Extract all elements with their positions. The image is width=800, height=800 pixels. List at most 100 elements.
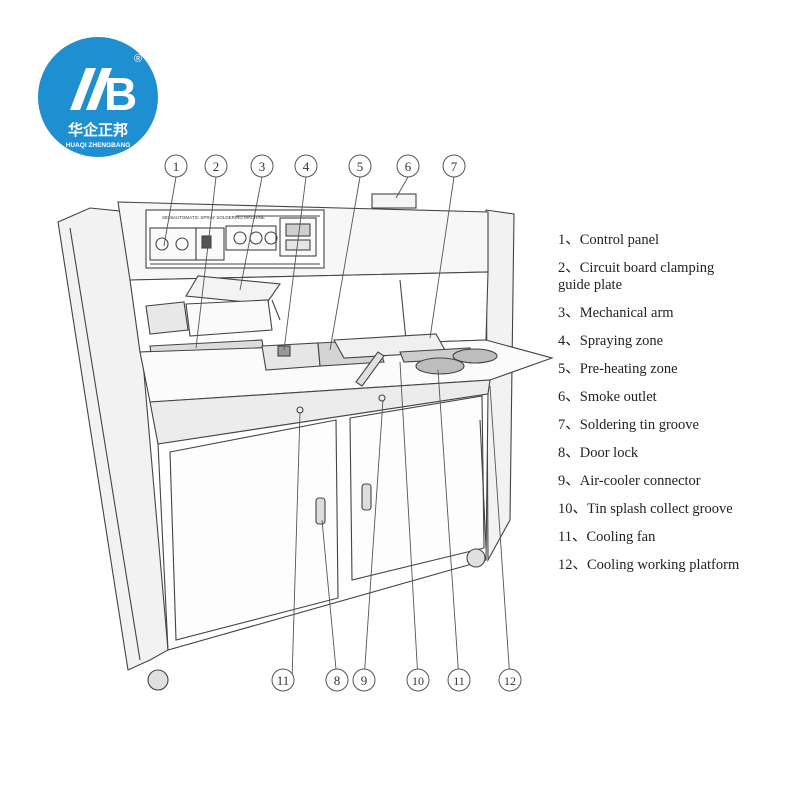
legend-item-2: 2、Circuit board clamping guide plate bbox=[558, 260, 715, 293]
legend-item-5: 5、Pre-heating zone bbox=[558, 361, 678, 377]
callout-11a-circle bbox=[271, 668, 295, 692]
callout-9-circle bbox=[352, 668, 376, 692]
callout-4-circle bbox=[294, 154, 318, 178]
leader-11b bbox=[437, 369, 460, 681]
legend-item-1: 1、Control panel bbox=[558, 232, 660, 248]
legend-item-12: 12、Cooling working platform bbox=[558, 557, 740, 573]
knob-5 bbox=[264, 231, 278, 245]
callout-3-circle bbox=[250, 154, 274, 178]
leader-7 bbox=[429, 176, 455, 339]
knob-1 bbox=[155, 237, 169, 251]
logo-mark: B bbox=[104, 68, 137, 120]
leader-lines bbox=[163, 176, 511, 681]
lock-marker-right bbox=[378, 394, 386, 402]
smoke-outlet bbox=[371, 193, 417, 209]
logo-registered: ® bbox=[134, 53, 142, 65]
leader-8 bbox=[321, 519, 338, 681]
callout-2-label: 2 bbox=[213, 159, 220, 174]
spraying-zone bbox=[261, 342, 321, 371]
callout-11b: 11 bbox=[447, 668, 471, 692]
platform-support bbox=[479, 419, 487, 549]
callout-8-label: 8 bbox=[334, 673, 341, 688]
left-wall-edge bbox=[69, 227, 141, 661]
callout-7-circle bbox=[442, 154, 466, 178]
callout-5: 5 bbox=[348, 154, 372, 178]
legend-item-11: 11、Cooling fan bbox=[558, 529, 656, 545]
caster-right bbox=[466, 548, 486, 568]
legend-item-4: 4、Spraying zone bbox=[558, 333, 664, 349]
callout-3-label: 3 bbox=[259, 159, 266, 174]
logo-bar-2 bbox=[86, 68, 112, 110]
leader-4 bbox=[283, 176, 307, 351]
air-cooler-connector-pipe bbox=[355, 351, 385, 387]
left-door bbox=[169, 419, 339, 641]
knob-2 bbox=[175, 237, 189, 251]
callout-12-label: 12 bbox=[504, 674, 516, 688]
arm-mount bbox=[145, 301, 189, 335]
callout-5-label: 5 bbox=[357, 159, 364, 174]
cooling-fan-1 bbox=[415, 357, 465, 375]
logo-bar-1 bbox=[70, 68, 96, 110]
brand-logo: B ® 华企正邦 HUAQI ZHENGBANG bbox=[38, 37, 158, 157]
callout-1: 1 bbox=[164, 154, 188, 178]
leader-9 bbox=[363, 399, 384, 681]
leader-11a bbox=[291, 411, 301, 681]
legend-item-8: 8、Door lock bbox=[558, 445, 639, 461]
leader-2 bbox=[195, 176, 217, 349]
callout-7: 7 bbox=[442, 154, 466, 178]
callout-11a: 11 bbox=[271, 668, 295, 692]
legend-item-6: 6、Smoke outlet bbox=[558, 389, 657, 405]
callouts-top: 1 2 3 4 5 6 7 bbox=[164, 154, 466, 178]
controller-display bbox=[285, 223, 311, 237]
callout-12-circle bbox=[498, 668, 522, 692]
right-side-wall bbox=[485, 209, 515, 563]
callout-2: 2 bbox=[204, 154, 228, 178]
callout-4: 4 bbox=[294, 154, 318, 178]
leader-6 bbox=[395, 176, 409, 199]
legend-item-7: 7、Soldering tin groove bbox=[558, 417, 699, 433]
callout-1-label: 1 bbox=[173, 159, 180, 174]
callouts-bottom: 11 8 9 10 11 12 bbox=[271, 668, 522, 692]
callout-10-label: 10 bbox=[412, 674, 424, 688]
leader-5 bbox=[329, 176, 361, 351]
callout-5-circle bbox=[348, 154, 372, 178]
callout-9: 9 bbox=[352, 668, 376, 692]
callout-10: 10 bbox=[406, 668, 430, 692]
callout-11a-label: 11 bbox=[277, 673, 290, 688]
inner-divider bbox=[399, 279, 407, 341]
legend-item-9: 9、Air-cooler connector bbox=[558, 473, 701, 489]
knob-group-1 bbox=[149, 227, 197, 261]
arm-hinge bbox=[271, 299, 281, 321]
logo-en-name: HUAQI ZHENGBANG bbox=[66, 142, 131, 149]
spray-nozzle bbox=[277, 345, 291, 357]
callout-10-circle bbox=[406, 668, 430, 692]
leader-1 bbox=[163, 176, 177, 247]
callout-11b-label: 11 bbox=[453, 674, 465, 688]
leader-12 bbox=[489, 385, 511, 681]
callout-6: 6 bbox=[396, 154, 420, 178]
callout-6-label: 6 bbox=[405, 159, 412, 174]
parts-legend: 1、Control panel 2、Circuit board clamping… bbox=[558, 232, 794, 585]
machine-body: SEMIAUTOMATIC SPRAY SOLDERING MACHINE bbox=[57, 193, 554, 691]
callout-6-circle bbox=[396, 154, 420, 178]
callout-7-label: 7 bbox=[451, 159, 458, 174]
callout-8: 8 bbox=[325, 668, 349, 692]
callout-4-label: 4 bbox=[303, 159, 310, 174]
callout-11b-circle bbox=[447, 668, 471, 692]
right-door bbox=[349, 395, 485, 581]
caster-left bbox=[147, 669, 169, 691]
left-door-handle bbox=[315, 497, 326, 525]
legend-item-10: 10、Tin splash collect groove bbox=[558, 501, 733, 517]
right-door-handle bbox=[361, 483, 372, 511]
callout-9-label: 9 bbox=[361, 673, 368, 688]
callout-8-circle bbox=[325, 668, 349, 692]
leader-3 bbox=[239, 176, 263, 291]
callout-12: 12 bbox=[498, 668, 522, 692]
power-switch bbox=[201, 235, 212, 249]
callout-1-circle bbox=[164, 154, 188, 178]
logo-cn-name: 华企正邦 bbox=[68, 121, 128, 139]
legend-item-3: 3、Mechanical arm bbox=[558, 305, 674, 321]
callout-3: 3 bbox=[250, 154, 274, 178]
leader-10 bbox=[399, 361, 419, 681]
